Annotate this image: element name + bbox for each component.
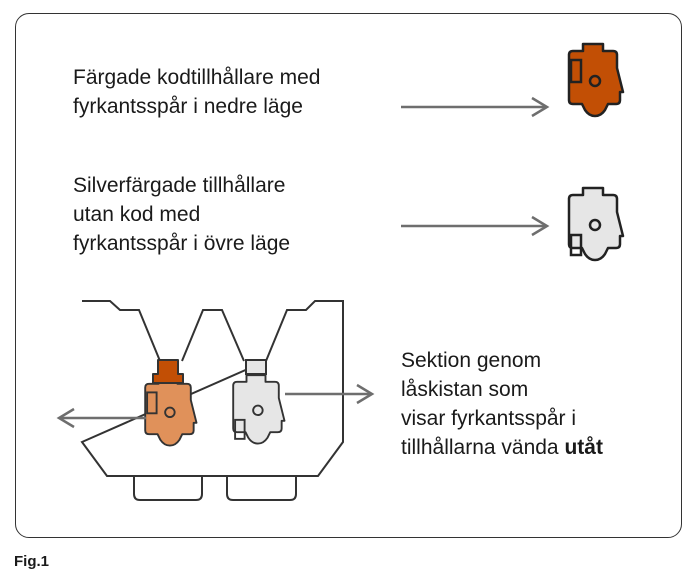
silver-holder-icon [567,186,625,262]
arrow-coded [401,96,550,118]
arrow-left [56,407,146,429]
emphasis-outward: utåt [564,436,603,459]
lock-case-section [80,300,344,501]
arrow-right [285,383,375,405]
section-label: Sektion genom låskistan som visar fyrkan… [401,346,603,462]
figure-label: Fig.1 [14,553,50,570]
code-pin [152,359,184,384]
coded-holder-icon [567,42,625,118]
section-silver-holder-icon [232,374,286,445]
arrow-silver [401,215,550,237]
diagram-frame [15,13,682,538]
coded-holders-label: Färgade kodtillhållare med fyrkantsspår … [73,66,321,118]
silver-pin [245,359,267,375]
silver-holders-label: Silverfärgade tillhållare utan kod med f… [73,174,291,255]
section-coded-holder-icon [144,376,198,447]
section-label-last-line: tillhållarna vända utåt [401,436,603,459]
